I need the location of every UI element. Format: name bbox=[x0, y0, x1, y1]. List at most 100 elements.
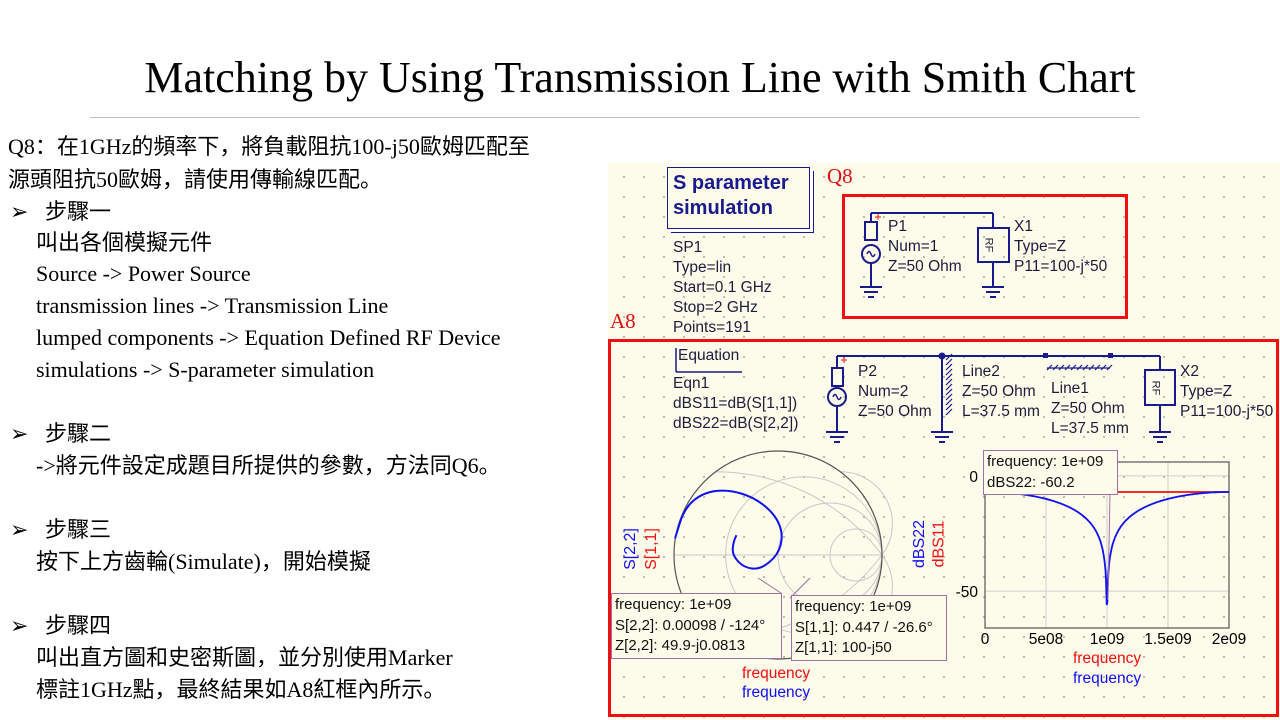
chart-ylabel-dbs11: dBS11 bbox=[930, 520, 948, 568]
marker-line: frequency: 1e+09 bbox=[795, 598, 912, 615]
smith-trace-S[2,2] bbox=[674, 489, 783, 570]
hatch bbox=[945, 363, 953, 371]
reactance-arc bbox=[715, 471, 883, 556]
chart-ylabel-dbs22: dBS22 bbox=[911, 519, 929, 569]
label: Line1 bbox=[1051, 380, 1089, 397]
sparam-sim-block[interactable]: S parameter simulation bbox=[667, 167, 810, 229]
q8-label: Q8 bbox=[827, 164, 853, 188]
label: Num=1 bbox=[888, 238, 939, 255]
marker-leader bbox=[1107, 491, 1111, 601]
q8-highlight-box bbox=[842, 194, 1128, 319]
label: dBS22=dB(S[2,2]) bbox=[673, 415, 799, 432]
chart-marker-dbs22[interactable]: frequency: 1e+09 dBS22: -60.2 bbox=[983, 450, 1118, 495]
marker-line: S[1,1]: 0.447 / -26.6° bbox=[795, 618, 933, 636]
label: Line2 bbox=[962, 363, 1000, 380]
instruction-line: 按下上方齒輪(Simulate)，開始模擬 bbox=[36, 549, 371, 574]
chart-xlabel-red: frequency bbox=[1073, 650, 1142, 667]
marker-line: S[2,2]: 0.00098 / -124° bbox=[615, 616, 766, 634]
hatch bbox=[945, 408, 953, 416]
instruction-line: lumped components -> Equation Defined RF… bbox=[36, 325, 501, 350]
marker-line: dBS22: -60.2 bbox=[987, 473, 1075, 491]
instruction-line: simulations -> S-parameter simulation bbox=[36, 357, 375, 382]
hatch bbox=[945, 388, 953, 396]
hatch bbox=[945, 403, 953, 411]
param-line: Points=191 bbox=[673, 319, 751, 336]
label: P11=100-j*50 bbox=[1014, 258, 1108, 275]
ground-icon bbox=[826, 431, 848, 443]
x-tick-label: 1e09 bbox=[1090, 631, 1124, 648]
label: Z=50 Ohm bbox=[858, 403, 932, 420]
hatch bbox=[945, 373, 953, 381]
smith-outer-circle bbox=[673, 450, 883, 660]
instruction-line: 標註1GHz點，最終結果如A8紅框內所示。 bbox=[36, 677, 446, 702]
ac-source-icon bbox=[861, 244, 881, 264]
param-line: Type=lin bbox=[673, 259, 732, 276]
x-tick-label: 1.5e09 bbox=[1144, 631, 1191, 648]
a8-highlight-box bbox=[608, 339, 1279, 717]
step-heading: 步驟二 bbox=[45, 421, 112, 446]
marker-line: Z[1,1]: 100-j50 bbox=[795, 639, 892, 656]
ground-icon bbox=[860, 286, 882, 298]
hatch bbox=[945, 393, 953, 401]
marker-leader bbox=[757, 577, 811, 599]
label: L=37.5 mm bbox=[962, 403, 1040, 420]
label: P11=100-j*50 bbox=[1180, 403, 1274, 420]
smith-xlabel-blue: frequency bbox=[742, 684, 811, 701]
sim-block-params: SP1 Type=lin Start=0.1 GHz Stop=2 GHz Po… bbox=[673, 238, 772, 338]
instruction-line: transmission lines -> Transmission Line bbox=[36, 293, 389, 318]
hatch bbox=[945, 358, 953, 366]
step-heading: 步驟三 bbox=[45, 517, 112, 542]
label: Z=50 Ohm bbox=[962, 383, 1036, 400]
hatch bbox=[945, 398, 953, 406]
instruction-line: 叫出直方圖和史密斯圖，並分別使用Marker bbox=[36, 645, 453, 670]
label: Z=50 Ohm bbox=[888, 258, 962, 275]
x-tick-label: 2e09 bbox=[1212, 631, 1246, 648]
instruction-line: 源頭阻抗50歐姆，請使用傳輸線匹配。 bbox=[8, 167, 383, 192]
rf-device-icon bbox=[977, 227, 1010, 263]
hatch bbox=[945, 378, 953, 386]
smith-ylabel-s11: S[1,1] bbox=[642, 528, 660, 570]
ground-icon bbox=[931, 431, 953, 443]
param-line: SP1 bbox=[673, 239, 703, 256]
hatch bbox=[945, 368, 953, 376]
equation-title[interactable]: Equation bbox=[678, 347, 740, 364]
instruction-line: ->將元件設定成題目所提供的參數，方法同Q6。 bbox=[36, 453, 501, 478]
smith-ylabel-s22: S[2,2] bbox=[621, 528, 639, 570]
param-line: Stop=2 GHz bbox=[673, 299, 758, 316]
slide-title: Matching by Using Transmission Line with… bbox=[144, 53, 1136, 102]
label: Eqn1 bbox=[673, 375, 710, 392]
sim-block-title-2: simulation bbox=[673, 197, 774, 219]
label: P1 bbox=[888, 218, 907, 235]
ground-icon bbox=[1149, 431, 1171, 443]
chart-xlabel-blue: frequency bbox=[1073, 670, 1142, 687]
marker-line: Z[2,2]: 49.9-j0.0813 bbox=[615, 637, 746, 654]
bullet-icon: ➢ bbox=[10, 613, 29, 638]
y-tick-label: -50 bbox=[956, 584, 979, 601]
instruction-line: Q8：在1GHz的頻率下，將負載阻抗100-j50歐姆匹配至 bbox=[8, 134, 530, 159]
marker-line: frequency: 1e+09 bbox=[987, 453, 1104, 470]
ground-icon bbox=[982, 286, 1004, 298]
x-tick-label: 5e08 bbox=[1029, 631, 1063, 648]
port-resistor-icon bbox=[864, 221, 878, 241]
chart-trace-dBS22 bbox=[997, 491, 1229, 606]
step-heading: 步驟四 bbox=[45, 613, 112, 638]
instruction-line: 叫出各個模擬元件 bbox=[36, 230, 213, 255]
hatch bbox=[945, 353, 953, 361]
label: L=37.5 mm bbox=[1051, 420, 1129, 437]
y-tick-label: 0 bbox=[969, 469, 978, 486]
label: Num=2 bbox=[858, 383, 909, 400]
title-divider bbox=[90, 117, 1140, 118]
param-line: Start=0.1 GHz bbox=[673, 279, 772, 296]
label: Z=50 Ohm bbox=[1051, 400, 1125, 417]
label: X1 bbox=[1014, 218, 1033, 235]
